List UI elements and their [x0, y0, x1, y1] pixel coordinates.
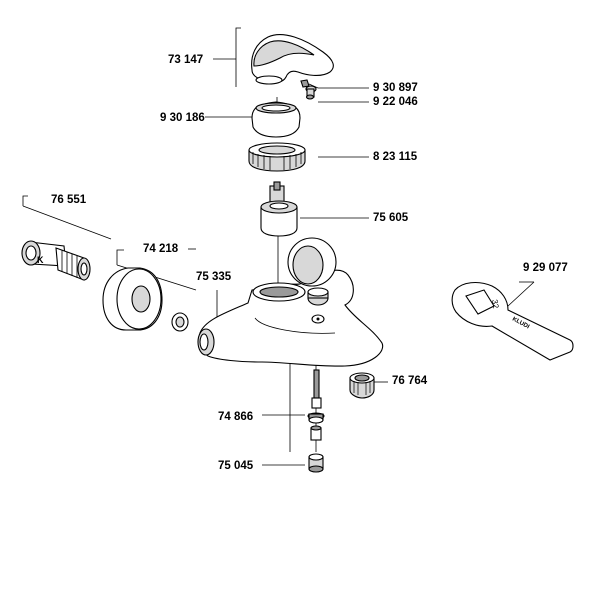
label-74218: 74 218: [143, 243, 179, 255]
label-76551: 76 551: [51, 194, 87, 206]
sleeve: [308, 453, 324, 473]
label-75605: 75 605: [373, 212, 409, 224]
eccentric-fitting: K: [21, 240, 91, 281]
label-73147: 73 147: [168, 54, 203, 66]
label-74866: 74 866: [218, 411, 253, 423]
leader-lines: [22, 27, 535, 466]
label-922046: 9 22 046: [373, 96, 418, 108]
cover-cap: [251, 101, 301, 138]
wall-rosette: [102, 267, 163, 331]
cartridge: [260, 181, 298, 237]
label-930897: 9 30 897: [373, 82, 418, 94]
cap-screw: [305, 85, 317, 100]
mixer-body: [197, 237, 384, 367]
label-823115: 8 23 115: [373, 151, 418, 163]
sealing-washer: [171, 312, 189, 332]
key-size-mark: 32: [490, 299, 501, 310]
diverter-spindle: [307, 369, 325, 441]
fitting-mark: K: [37, 255, 44, 265]
label-75045: 75 045: [218, 460, 254, 472]
aerator: [349, 372, 375, 399]
assembly-key: KLUDI 32: [451, 281, 574, 361]
label-75335: 75 335: [196, 271, 232, 283]
label-929077: 9 29 077: [523, 262, 568, 274]
label-76764: 76 764: [392, 375, 428, 387]
label-930186: 9 30 186: [160, 112, 205, 124]
threaded-nut: [248, 142, 306, 172]
lever-handle: [251, 34, 334, 85]
